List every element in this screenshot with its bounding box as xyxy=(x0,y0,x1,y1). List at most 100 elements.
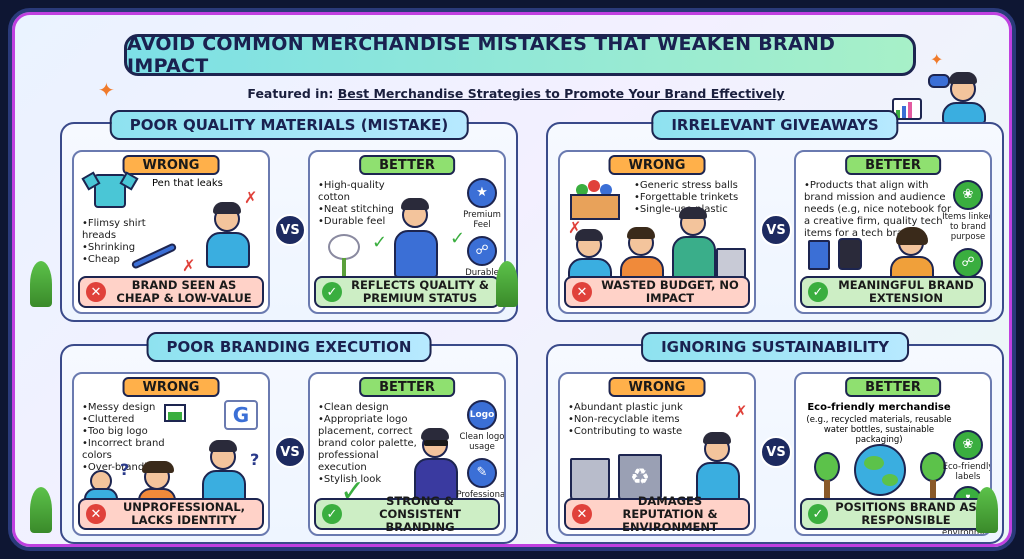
tree-icon xyxy=(812,452,842,502)
side-badges: ★ Premium Feel ☍ Durable Material xyxy=(456,178,504,288)
wrong-header: WRONG xyxy=(608,377,706,397)
list-item: Neat stitching xyxy=(318,204,398,216)
infographic-frame: ✦ ✦ ✦ AVOID COMMON MERCHANDISE MISTAKES … xyxy=(8,8,1016,551)
sad-woman xyxy=(620,227,664,282)
featured-line: Featured in: Best Merchandise Strategies… xyxy=(12,86,1012,101)
link-chain-icon: ☍ xyxy=(953,248,983,278)
x-mark-icon: ✕ xyxy=(572,282,592,302)
recycle-icon: ♻ xyxy=(618,454,662,502)
better-header: BETTER xyxy=(359,377,455,397)
question-mark-icon: ? xyxy=(120,460,130,479)
plant-icon xyxy=(30,487,52,533)
earth-icon xyxy=(854,444,906,496)
panel-ignoring-sustainability: IGNORING SUSTAINABILITY WRONG Abundant p… xyxy=(546,332,1004,544)
worried-man xyxy=(692,432,744,504)
list-item: Contributing to waste xyxy=(568,426,718,438)
better-column: BETTER Products that align with brand mi… xyxy=(794,150,992,314)
x-mark-icon: ✗ xyxy=(568,218,582,237)
list-item: Stylish look xyxy=(318,474,430,486)
wrong-header: WRONG xyxy=(122,377,220,397)
list-item: Messy design xyxy=(82,402,192,414)
wrong-result: ✕ DAMAGES REPUTATION & ENVIRONMENT xyxy=(564,494,750,533)
better-bullets: Clean design Appropriate logo placement,… xyxy=(318,402,430,486)
list-item: Appropriate logo placement, correct bran… xyxy=(318,414,430,474)
logo-badge-icon: Logo xyxy=(467,400,497,430)
check-mark-icon: ✓ xyxy=(322,282,342,302)
list-item: Cheap xyxy=(82,254,152,266)
list-item: Incorrect brand colors xyxy=(82,438,192,462)
x-mark-icon: ✕ xyxy=(86,282,106,302)
list-item: Generic stress balls xyxy=(634,180,754,192)
list-item: High-quality cotton xyxy=(318,180,398,204)
side-label: Clean logo usage xyxy=(459,432,505,452)
eco-lead: Eco-friendly merchandise xyxy=(807,402,951,413)
stressed-man xyxy=(196,440,250,504)
wrong-result: ✕ UNPROFESSIONAL, LACKS IDENTITY xyxy=(78,498,264,530)
check-mark-icon: ✓ xyxy=(808,504,828,524)
side-badges: Logo Clean logo usage ✎ Professional lay… xyxy=(456,400,505,510)
question-mark-icon: ? xyxy=(250,450,260,469)
better-column: BETTER Clean design Appropriate logo pla… xyxy=(308,372,506,536)
list-item: Non-recyclable items xyxy=(568,414,718,426)
check-mark-icon: ✓ xyxy=(322,504,342,524)
cotton-flower-icon xyxy=(324,234,364,278)
x-mark-icon: ✗ xyxy=(182,256,196,275)
better-column: BETTER High-quality cotton Neat stitchin… xyxy=(308,150,506,314)
tshirt-icon xyxy=(81,170,139,210)
wrong-bullets: Abundant plastic junk Non-recyclable ite… xyxy=(568,402,718,438)
x-mark-icon: ✗ xyxy=(734,402,748,421)
panel-heading: IRRELEVANT GIVEAWAYS xyxy=(651,110,899,140)
leaf-icon: ❀ xyxy=(953,430,983,460)
better-header: BETTER xyxy=(845,377,941,397)
wrong-header: WRONG xyxy=(608,155,706,175)
panel-heading: POOR QUALITY MATERIALS (MISTAKE) xyxy=(109,110,469,140)
list-item: Over-branding xyxy=(82,462,192,474)
list-item: Too big logo xyxy=(82,426,192,438)
x-mark-icon: ✗ xyxy=(244,188,258,207)
happy-woman xyxy=(884,227,938,282)
featured-article-link[interactable]: Best Merchandise Strategies to Promote Y… xyxy=(337,86,785,101)
bored-person xyxy=(568,229,612,282)
check-mark-icon: ✓ xyxy=(372,232,388,253)
tree-icon xyxy=(918,452,948,502)
google-g-icon: G xyxy=(224,400,258,430)
panel-heading: IGNORING SUSTAINABILITY xyxy=(641,332,909,362)
vs-badge: VS xyxy=(760,214,792,246)
better-column: BETTER Eco-friendly merchandise (e.g., r… xyxy=(794,372,992,536)
x-mark-icon: ✕ xyxy=(86,504,106,524)
side-label: Premium Feel xyxy=(463,210,501,230)
wrong-bullets: Messy design Cluttered Too big logo Inco… xyxy=(82,402,192,474)
plant-icon: ❀ xyxy=(953,180,983,210)
wrong-column: WRONG Pen that leaks Flimsy shirt hreads… xyxy=(72,150,270,314)
notebook-icon xyxy=(808,240,830,270)
frustrated-person xyxy=(194,200,264,280)
better-result: ✓ MEANINGFUL BRAND EXTENSION xyxy=(800,276,986,308)
vs-badge: VS xyxy=(274,214,306,246)
image-icon xyxy=(164,404,186,422)
vs-badge: VS xyxy=(274,436,306,468)
wrong-bullets: Flimsy shirt hreads Shrinking Cheap xyxy=(82,218,152,266)
wrong-result: ✕ WASTED BUDGET, NO IMPACT xyxy=(564,276,750,308)
tablet-icon xyxy=(838,238,862,270)
better-result: ✓ POSITIONS BRAND AS RESPONSIBLE xyxy=(800,498,986,530)
side-badges: ❀ Items linked to brand purpose ☍ xyxy=(942,180,990,280)
better-result: ✓ REFLECTS QUALITY & PREMIUM STATUS xyxy=(314,276,500,308)
wrong-column: WRONG Messy design Cluttered Too big log… xyxy=(72,372,270,536)
list-item: Abundant plastic junk xyxy=(568,402,718,414)
panel-poor-quality-materials: POOR QUALITY MATERIALS (MISTAKE) WRONG P… xyxy=(60,110,518,322)
gift-box-icon xyxy=(568,180,622,220)
better-bullets: High-quality cotton Neat stitching Durab… xyxy=(318,180,398,228)
layout-pen-icon: ✎ xyxy=(467,458,497,488)
wrong-result: ✕ BRAND SEEN AS CHEAP & LOW-VALUE xyxy=(78,276,264,308)
featured-prefix: Featured in: xyxy=(247,86,338,101)
list-item: Clean design xyxy=(318,402,430,414)
list-item: Durable feel xyxy=(318,216,398,228)
check-mark-icon: ✓ xyxy=(450,228,466,249)
side-label: Eco-friendly labels xyxy=(942,462,992,482)
better-header: BETTER xyxy=(845,155,941,175)
vs-badge: VS xyxy=(760,436,792,468)
list-item: Shrinking xyxy=(82,242,152,254)
main-title-bar: AVOID COMMON MERCHANDISE MISTAKES THAT W… xyxy=(124,33,916,77)
list-item: Forgettable trinkets xyxy=(634,192,754,204)
list-item: Flimsy shirt hreads xyxy=(82,218,152,242)
